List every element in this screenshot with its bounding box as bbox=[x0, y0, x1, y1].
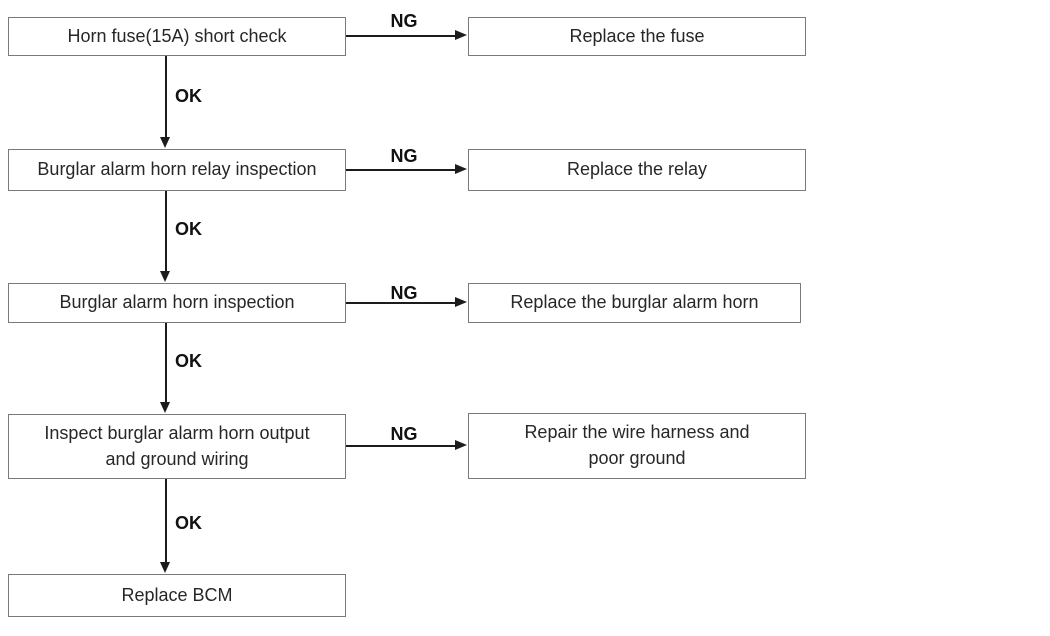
check-box-2-label: Burglar alarm horn relay inspection bbox=[37, 159, 317, 180]
check-box-4: Inspect burglar alarm horn output and gr… bbox=[8, 414, 346, 479]
action-box-2-label: Replace the relay bbox=[566, 159, 708, 180]
ng-connector-line-2 bbox=[346, 169, 456, 171]
check-box-5-label: Replace BCM bbox=[121, 584, 233, 605]
arrowhead-right-icon-1 bbox=[455, 30, 467, 40]
ok-label-1: OK bbox=[175, 86, 202, 106]
check-box-2: Burglar alarm horn relay inspection bbox=[8, 149, 346, 191]
check-box-5: Replace BCM bbox=[8, 574, 346, 617]
action-box-1: Replace the fuse bbox=[468, 17, 806, 56]
ok-connector-line-2 bbox=[165, 191, 167, 272]
arrowhead-right-icon-2 bbox=[455, 164, 467, 174]
arrowhead-right-icon-3 bbox=[455, 297, 467, 307]
action-box-2: Replace the relay bbox=[468, 149, 806, 191]
arrowhead-down-icon-4 bbox=[160, 562, 170, 573]
arrowhead-right-icon-4 bbox=[455, 440, 467, 450]
action-box-3: Replace the burglar alarm horn bbox=[468, 283, 801, 323]
ok-connector-line-3 bbox=[165, 323, 167, 403]
check-box-1-label: Horn fuse(15A) short check bbox=[67, 25, 287, 46]
ng-label-1: NG bbox=[390, 11, 418, 31]
ng-connector-line-4 bbox=[346, 445, 456, 447]
ng-connector-line-1 bbox=[346, 35, 456, 37]
ok-label-2: OK bbox=[175, 219, 202, 239]
ng-label-3: NG bbox=[390, 283, 418, 303]
ok-label-4: OK bbox=[175, 513, 202, 533]
arrowhead-down-icon-3 bbox=[160, 402, 170, 413]
action-box-4-label: Repair the wire harness and poor ground bbox=[524, 422, 750, 468]
ng-connector-line-3 bbox=[346, 302, 456, 304]
check-box-4-label: Inspect burglar alarm horn output and gr… bbox=[44, 422, 310, 469]
check-box-3: Burglar alarm horn inspection bbox=[8, 283, 346, 323]
ok-connector-line-4 bbox=[165, 479, 167, 563]
ng-label-4: NG bbox=[390, 424, 418, 444]
ok-label-3: OK bbox=[175, 351, 202, 371]
arrowhead-down-icon-2 bbox=[160, 271, 170, 282]
action-box-3-label: Replace the burglar alarm horn bbox=[510, 292, 759, 313]
ng-label-2: NG bbox=[390, 146, 418, 166]
ok-connector-line-1 bbox=[165, 56, 167, 138]
arrowhead-down-icon-1 bbox=[160, 137, 170, 148]
check-box-1: Horn fuse(15A) short check bbox=[8, 17, 346, 56]
action-box-1-label: Replace the fuse bbox=[569, 25, 705, 46]
check-box-3-label: Burglar alarm horn inspection bbox=[59, 292, 295, 313]
action-box-4: Repair the wire harness and poor ground bbox=[468, 413, 806, 479]
